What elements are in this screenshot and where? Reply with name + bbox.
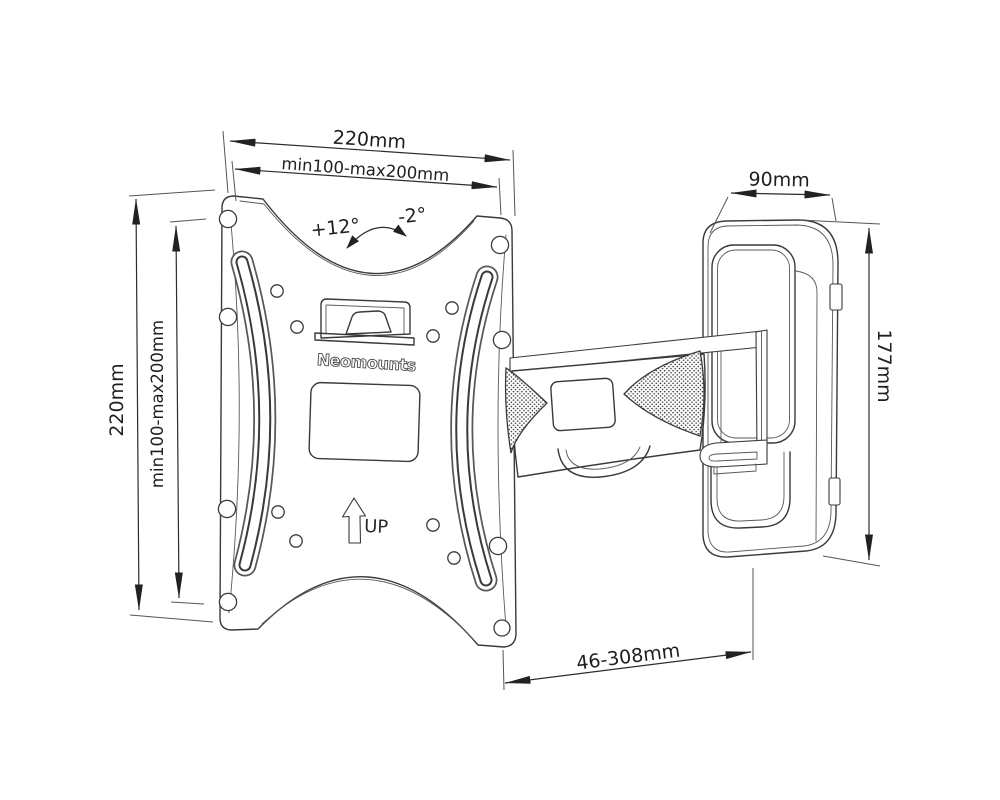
dim-plate-width: 220mm xyxy=(222,127,516,217)
dim-plate-height-label: 220mm xyxy=(106,363,128,436)
bracket-outline xyxy=(702,219,839,558)
plate-bottom-bevel xyxy=(261,578,475,641)
bracket-face-line xyxy=(795,270,818,542)
arm-cable-hook xyxy=(557,445,651,478)
dim-arm-extension-label: 46-308mm xyxy=(575,640,681,675)
plate-top-bevel xyxy=(239,200,475,276)
knurl-texture-right xyxy=(623,350,705,437)
dim-arm-extension: 46-308mm xyxy=(502,568,754,691)
dim-plate-vesa-height: min100-max200mm xyxy=(148,218,207,605)
tilt-arrows-icon xyxy=(346,224,407,249)
plate-slot-right xyxy=(450,265,499,592)
plate-corner-holes xyxy=(217,209,512,637)
up-label: UP xyxy=(364,516,389,538)
wall-bracket xyxy=(702,219,843,558)
dim-bracket-width: 90mm xyxy=(709,168,837,234)
dim-bracket-width-label: 90mm xyxy=(748,168,810,191)
dim-plate-height: 220mm xyxy=(106,189,216,623)
up-arrow-icon xyxy=(341,497,367,544)
mounting-arm xyxy=(504,329,768,478)
bracket-wall-tab-upper xyxy=(829,283,843,311)
plate-cutout xyxy=(308,381,421,463)
dim-plate-vesa-width: min100-max200mm xyxy=(231,154,502,216)
plate-vesa-holes xyxy=(270,284,461,565)
bracket-bevel xyxy=(707,224,834,553)
dim-bracket-height-label: 177mm xyxy=(873,329,895,402)
tilt-up-label: +12° xyxy=(310,215,362,242)
knurl-texture-left xyxy=(504,366,548,454)
arm-label-plate xyxy=(550,377,616,432)
tilt-annotation: +12° -2° xyxy=(310,204,428,249)
plate-slot-left xyxy=(230,250,277,577)
plate-right-bevel xyxy=(497,234,507,629)
plate-latch xyxy=(314,298,415,346)
bracket-wall-tab-lower xyxy=(828,477,841,506)
dim-bracket-height: 177mm xyxy=(799,219,895,567)
vesa-plate: Neomounts UP xyxy=(217,195,517,648)
vesa-plate-outline xyxy=(219,195,517,648)
arm-hinge xyxy=(699,439,768,475)
bracket-lower-panel xyxy=(710,451,791,529)
dim-plate-width-label: 220mm xyxy=(332,127,407,154)
tilt-down-label: -2° xyxy=(397,204,428,229)
dim-plate-vesa-height-label: min100-max200mm xyxy=(148,320,167,488)
dim-plate-vesa-width-label: min100-max200mm xyxy=(281,154,450,185)
bracket-lower-panel-bevel xyxy=(716,451,785,522)
